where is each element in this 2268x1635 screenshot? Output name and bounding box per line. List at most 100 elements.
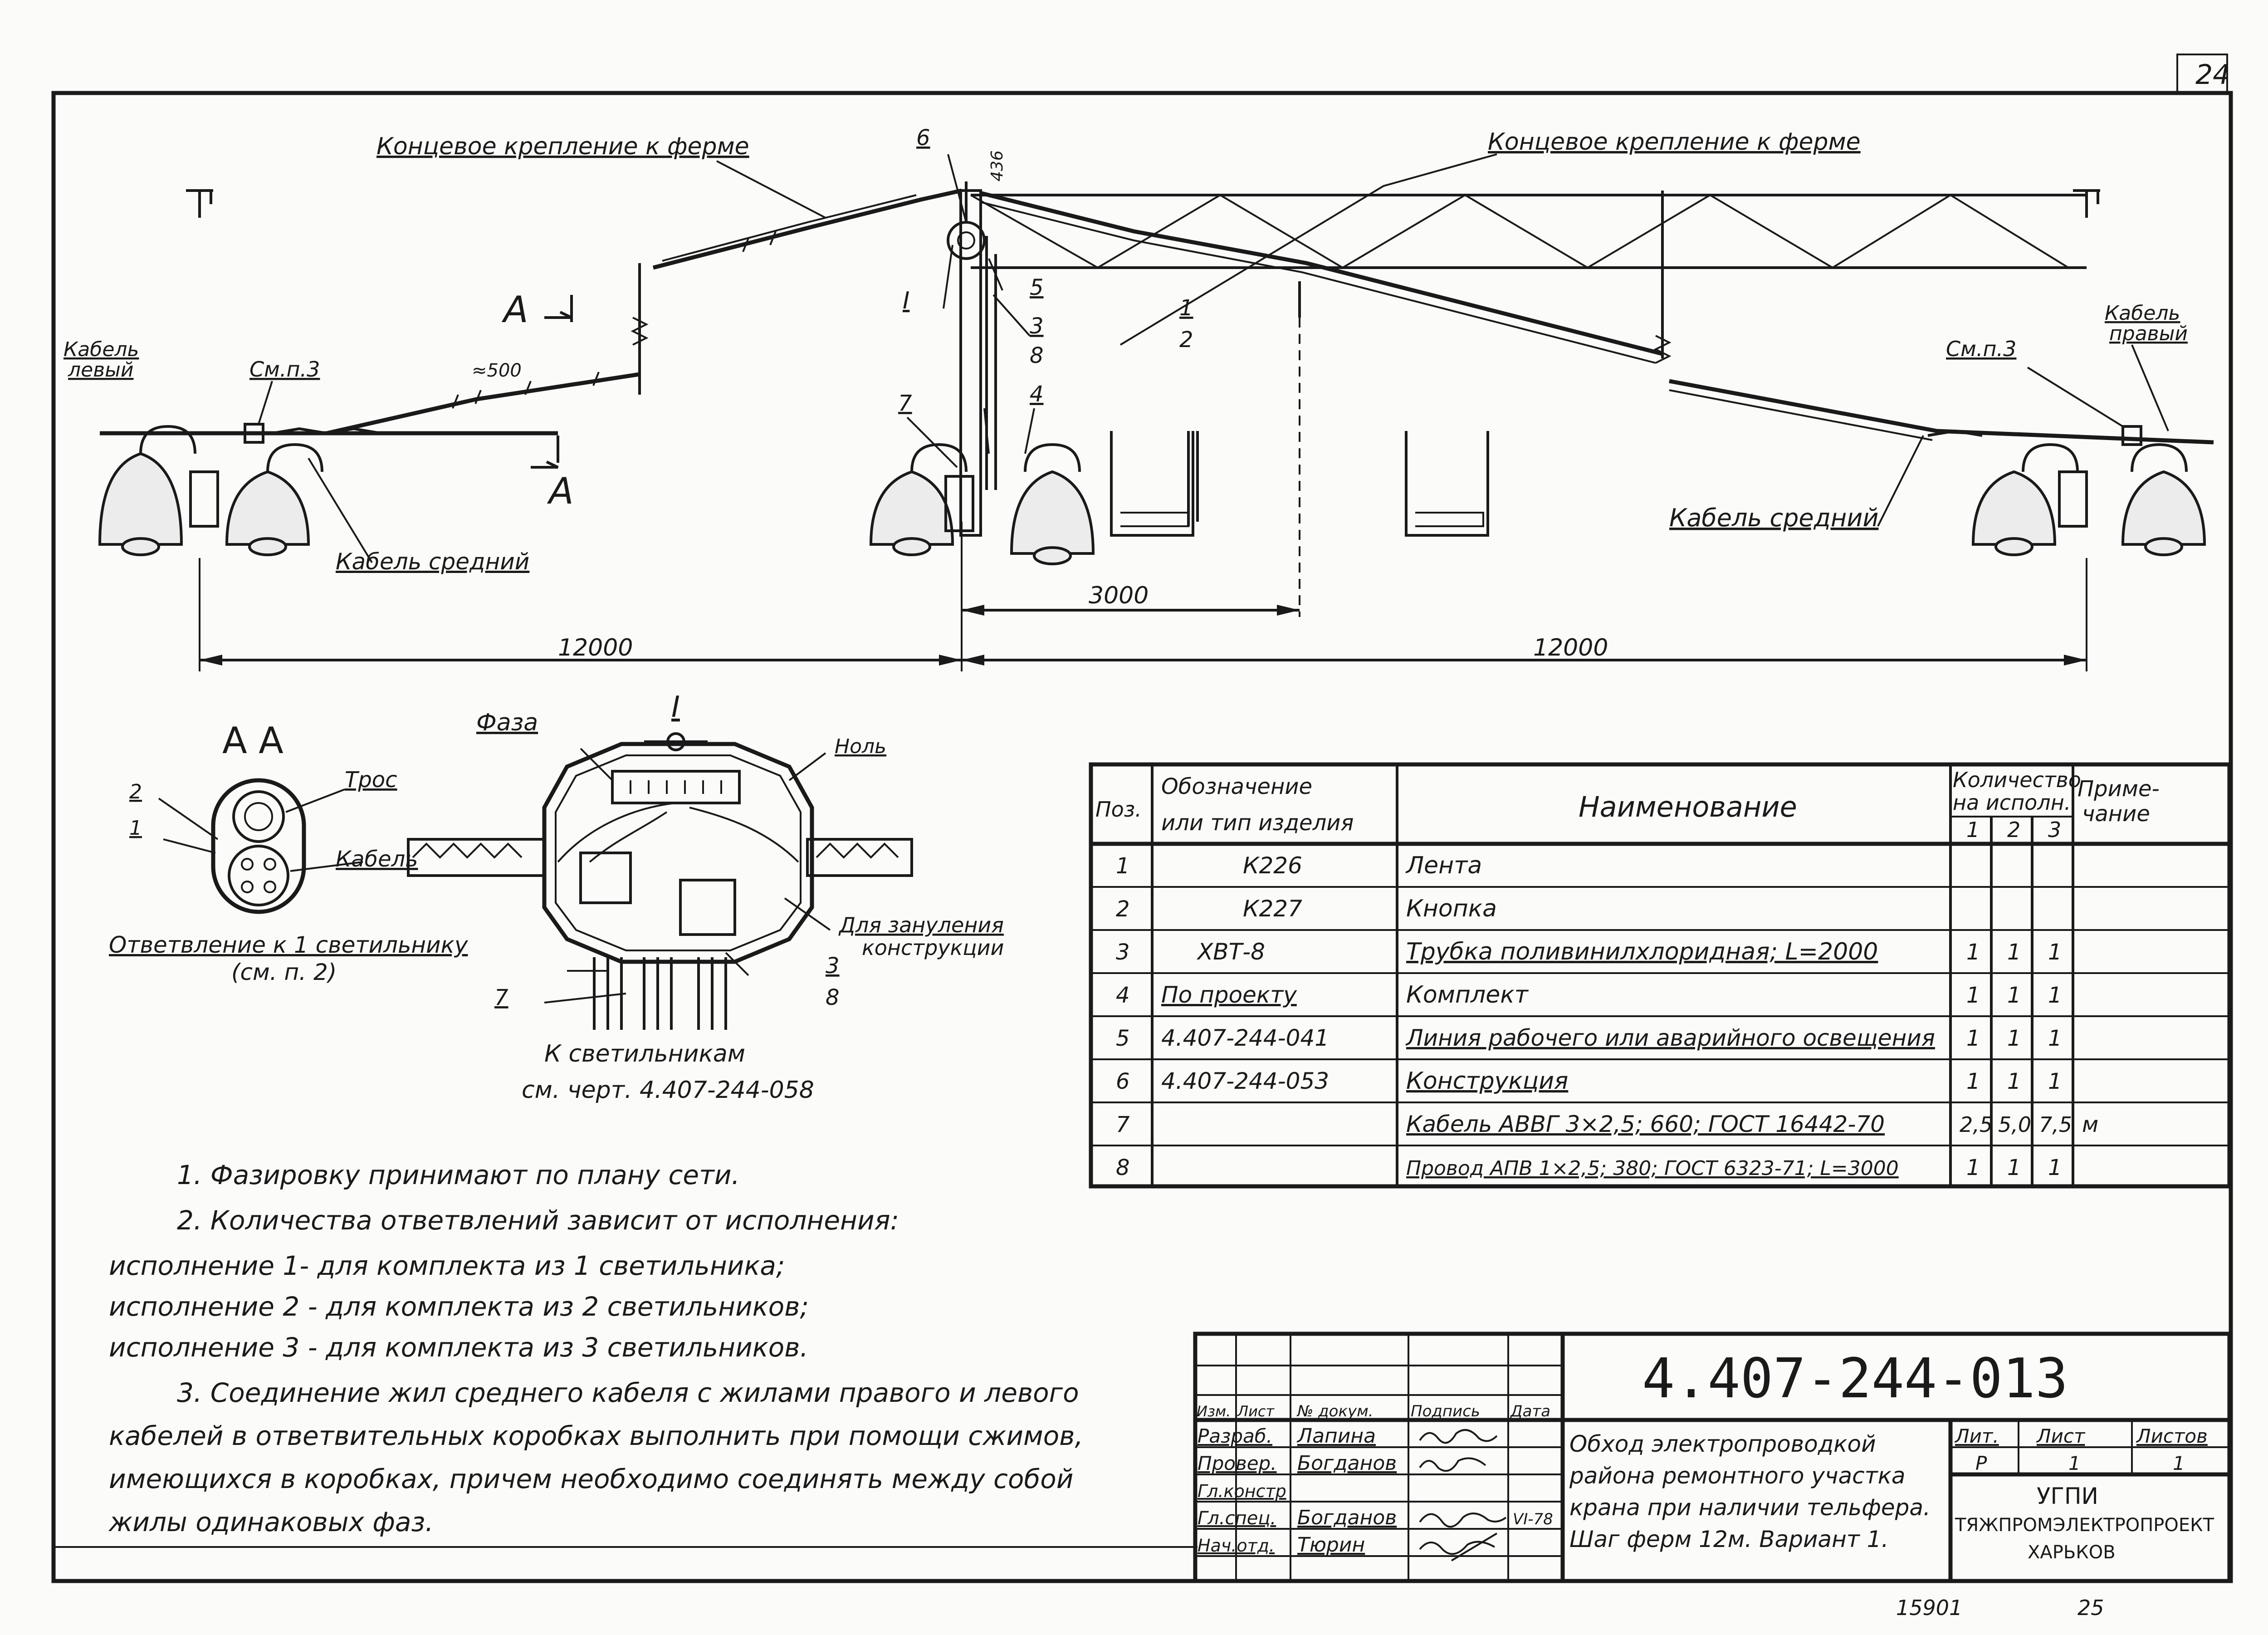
row-q3: 7,5 <box>2039 1112 2072 1137</box>
header-qty-col3: 3 <box>2048 818 2061 842</box>
row-name: Кабель АВВГ 3×2,5; 660; ГОСТ 16442-70 <box>1406 1111 1885 1137</box>
cable-route <box>100 181 2214 490</box>
org-line-1: УГПИ <box>2037 1483 2098 1509</box>
lamp-mid-2 <box>1010 443 1095 565</box>
org-line-3: ХАРЬКОВ <box>2028 1542 2116 1563</box>
spacing-label: ≈500 <box>472 360 522 381</box>
dim-3000: 3000 <box>1089 582 1149 609</box>
node-detail-view: I Фаза Ноль Для зануления конструкции 7 … <box>407 690 1004 1104</box>
row-designation: К226 <box>1243 852 1302 879</box>
dim-436: 436 <box>988 150 1007 181</box>
row-designation: К227 <box>1243 896 1302 922</box>
table-row: 8 Провод АПВ 1×2,5; 380; ГОСТ 6323-71; L… <box>1116 1155 2062 1180</box>
row-designation: ХВТ-8 <box>1196 939 1265 965</box>
header-note-1: Приме- <box>2077 776 2160 802</box>
note-line-3: исполнение 1- для комплекта из 1 светиль… <box>109 1250 785 1281</box>
name-razrab: Лапина <box>1296 1425 1376 1448</box>
pos-7-label: 7 <box>898 391 912 416</box>
node-caption-1: К светильникам <box>544 1040 745 1067</box>
row-name: Линия рабочего или аварийного освещения <box>1405 1025 1935 1051</box>
note-line-1: 1. Фазировку принимают по плану сети. <box>177 1160 740 1190</box>
name-prover: Богданов <box>1297 1452 1397 1475</box>
node-label-3: 3 <box>826 953 840 979</box>
node-label-faza: Фаза <box>476 709 538 736</box>
branch-label-line1: Ответвление к 1 светильнику <box>109 932 469 958</box>
label-cable-middle-right: Кабель средний <box>1669 504 1878 532</box>
section-aa-label-2: 2 <box>129 780 142 803</box>
role-razrab: Разраб. <box>1198 1425 1272 1447</box>
section-aa-label-tros: Трос <box>345 767 397 793</box>
row-designation: 4.407-244-053 <box>1161 1068 1329 1094</box>
archive-number: 15901 <box>1896 1596 1962 1620</box>
table-row: 5 4.407-244-041 Линия рабочего или авари… <box>1116 1025 2062 1051</box>
title-line-1: Обход электропроводкой <box>1569 1431 1876 1457</box>
crane-channels <box>1110 431 1489 537</box>
label-cable-left-2: левый <box>68 358 133 382</box>
row-pos: 6 <box>1116 1069 1130 1094</box>
row-q2: 1 <box>2007 940 2021 965</box>
leader-lines <box>258 153 2169 563</box>
node-label-8: 8 <box>826 985 840 1010</box>
name-gl-spec: Богданов <box>1297 1506 1397 1529</box>
role-prover: Провер. <box>1198 1452 1277 1474</box>
date-gl-spec: VI-78 <box>1513 1510 1553 1528</box>
section-a-label-top: А <box>501 289 528 331</box>
row-q3: 1 <box>2048 940 2062 965</box>
name-nach-otd: Тюрин <box>1297 1533 1365 1557</box>
header-qty-1: Количество <box>1953 768 2081 792</box>
row-q2: 1 <box>2007 983 2021 1008</box>
notes-block: 1. Фазировку принимают по плану сети. 2.… <box>108 1160 1083 1537</box>
col-izm: Изм. <box>1197 1403 1231 1420</box>
label-end-mount-left: Концевое крепление к ферме <box>376 133 749 160</box>
title-line-3: крана при наличии тельфера. <box>1569 1494 1931 1521</box>
row-q3: 1 <box>2048 983 2062 1008</box>
header-note-2: чание <box>2082 801 2150 827</box>
branch-label-line2: (см. п. 2) <box>231 959 337 985</box>
table-row: 4 По проекту Комплект 1 1 1 <box>1116 981 2062 1008</box>
table-row: 7 Кабель АВВГ 3×2,5; 660; ГОСТ 16442-70 … <box>1116 1111 2098 1137</box>
row-q1: 1 <box>1966 1155 1980 1180</box>
label-cable-left-1: Кабель <box>64 338 139 361</box>
header-designation-2: или тип изделия <box>1161 810 1354 836</box>
lamp-right-1 <box>1971 443 2079 556</box>
header-name: Наименование <box>1579 790 1797 823</box>
row-q3: 1 <box>2048 1026 2062 1051</box>
label-cable-middle-left: Кабель средний <box>336 548 529 575</box>
lit-value: Р <box>1975 1452 1987 1474</box>
section-aa-title: А А <box>222 720 284 762</box>
node-label-zanul-1: Для зануления <box>838 913 1004 937</box>
node-detail-title: I <box>671 690 680 724</box>
header-qty-2: на исполн. <box>1953 790 2071 815</box>
header-qty-col1: 1 <box>1966 818 1980 842</box>
truss-structure <box>186 189 2100 537</box>
row-q1: 1 <box>1966 1026 1980 1051</box>
col-list: Лист <box>1237 1403 1275 1420</box>
listov-header: Листов <box>2136 1425 2208 1447</box>
spec-table: Поз. Обозначение или тип изделия Наимено… <box>1089 762 2232 1189</box>
row-name: Комплект <box>1406 981 1529 1008</box>
col-date: Дата <box>1510 1402 1550 1420</box>
listov-value: 1 <box>2173 1452 2185 1474</box>
pos-3-label: 3 <box>1030 313 1044 339</box>
lamp-right-2 <box>2121 443 2206 556</box>
note-line-8: имеющихся в коробках, причем необходимо … <box>109 1464 1073 1494</box>
row-designation: По проекту <box>1161 982 1297 1008</box>
list-header: Лист <box>2036 1425 2086 1447</box>
node-label-zanul-2: конструкции <box>862 935 1004 960</box>
header-qty-col2: 2 <box>2007 818 2020 842</box>
row-pos: 2 <box>1116 896 1130 922</box>
node-caption-2: см. черт. 4.407-244-058 <box>522 1077 814 1104</box>
lamps <box>98 425 2206 565</box>
note-line-4: исполнение 2 - для комплекта из 2 светил… <box>109 1291 809 1322</box>
row-note: м <box>2082 1112 2098 1137</box>
section-markers: А А <box>501 289 574 512</box>
label-end-mount-right: Концевое крепление к ферме <box>1488 128 1861 156</box>
section-aa-view: А А Трос Кабель 2 1 Ответвление к 1 свет… <box>109 720 469 985</box>
row-designation: 4.407-244-041 <box>1161 1025 1329 1051</box>
lamp-left-1 <box>98 425 196 556</box>
row-q2: 1 <box>2007 1026 2021 1051</box>
elevation-view: А А <box>64 125 2214 671</box>
label-cable-right-1: Кабель <box>2105 302 2180 325</box>
